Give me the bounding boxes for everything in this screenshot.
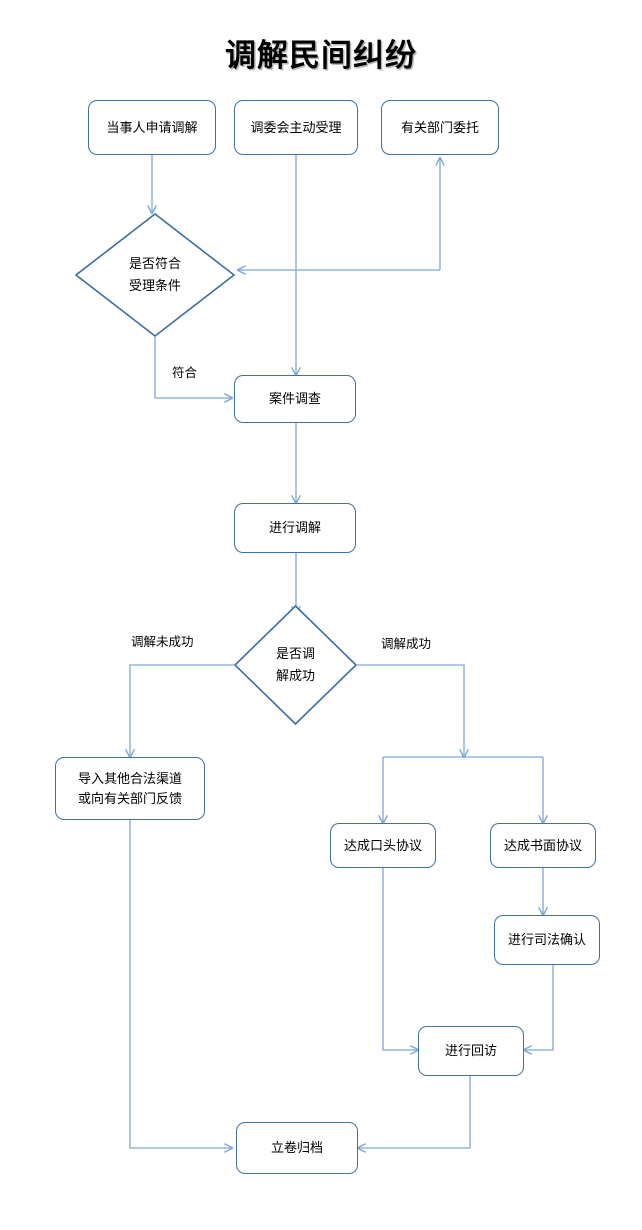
edge-success-no-to-other [130, 664, 234, 757]
node-success-decision[interactable]: 是否调 解成功 [234, 605, 357, 725]
node-other-channel[interactable]: 导入其他合法渠道 或向有关部门反馈 [55, 757, 205, 820]
node-committee[interactable]: 调委会主动受理 [234, 100, 358, 155]
node-entrust[interactable]: 有关部门委托 [381, 100, 499, 155]
accept-diamond-shape [75, 213, 235, 337]
node-archive-line-0: 立卷归档 [270, 1140, 323, 1155]
node-mediate-line-0: 进行调解 [268, 520, 321, 535]
node-oral-agreement-line-0: 达成口头协议 [343, 837, 422, 853]
node-success-line-1: 解成功 [275, 668, 315, 683]
edge-revisit-to-archive [358, 1076, 471, 1148]
node-accept-line-1: 受理条件 [128, 278, 181, 293]
node-judicial-confirm[interactable]: 进行司法确认 [494, 915, 600, 965]
node-mediate[interactable]: 进行调解 [234, 503, 356, 553]
node-revisit-line-0: 进行回访 [444, 1043, 497, 1058]
node-revisit[interactable]: 进行回访 [418, 1026, 524, 1076]
edge-label-is-success: 调解成功 [381, 637, 432, 651]
node-accept-condition-text: 是否符合 受理条件 [75, 213, 235, 337]
edge-success-yes [357, 664, 464, 757]
node-apply[interactable]: 当事人申请调解 [88, 100, 216, 155]
edge-other-to-archive [129, 820, 232, 1148]
page-title: 调解民间纠纷 [225, 38, 417, 73]
node-written-agreement-line-0: 达成书面协议 [503, 837, 582, 853]
node-judicial-confirm-line-0: 进行司法确认 [507, 932, 586, 947]
node-success-line-0: 是否调 [275, 646, 315, 661]
node-written-agreement[interactable]: 达成书面协议 [490, 823, 596, 868]
node-archive[interactable]: 立卷归档 [236, 1122, 358, 1174]
node-accept-condition[interactable]: 是否符合 受理条件 [75, 213, 235, 337]
node-investigate[interactable]: 案件调查 [234, 375, 356, 423]
node-oral-agreement[interactable]: 达成口头协议 [330, 823, 436, 868]
node-apply-line-0: 当事人申请调解 [106, 119, 198, 135]
node-committee-line-0: 调委会主动受理 [250, 119, 342, 135]
edge-judicial-to-revisit [524, 965, 554, 1050]
node-entrust-line-0: 有关部门委托 [400, 119, 479, 135]
node-investigate-line-0: 案件调查 [268, 391, 321, 406]
edge-oral-to-revisit [382, 868, 418, 1050]
success-diamond-shape [234, 605, 357, 725]
node-other-channel-line-0: 导入其他合法渠道 [77, 770, 182, 786]
node-other-channel-line-1: 或向有关部门反馈 [77, 790, 182, 806]
node-success-decision-text: 是否调 解成功 [234, 605, 357, 725]
edge-label-qualified: 符合 [172, 366, 198, 380]
edge-label-not-success: 调解未成功 [131, 635, 194, 649]
node-accept-line-0: 是否符合 [128, 256, 181, 271]
